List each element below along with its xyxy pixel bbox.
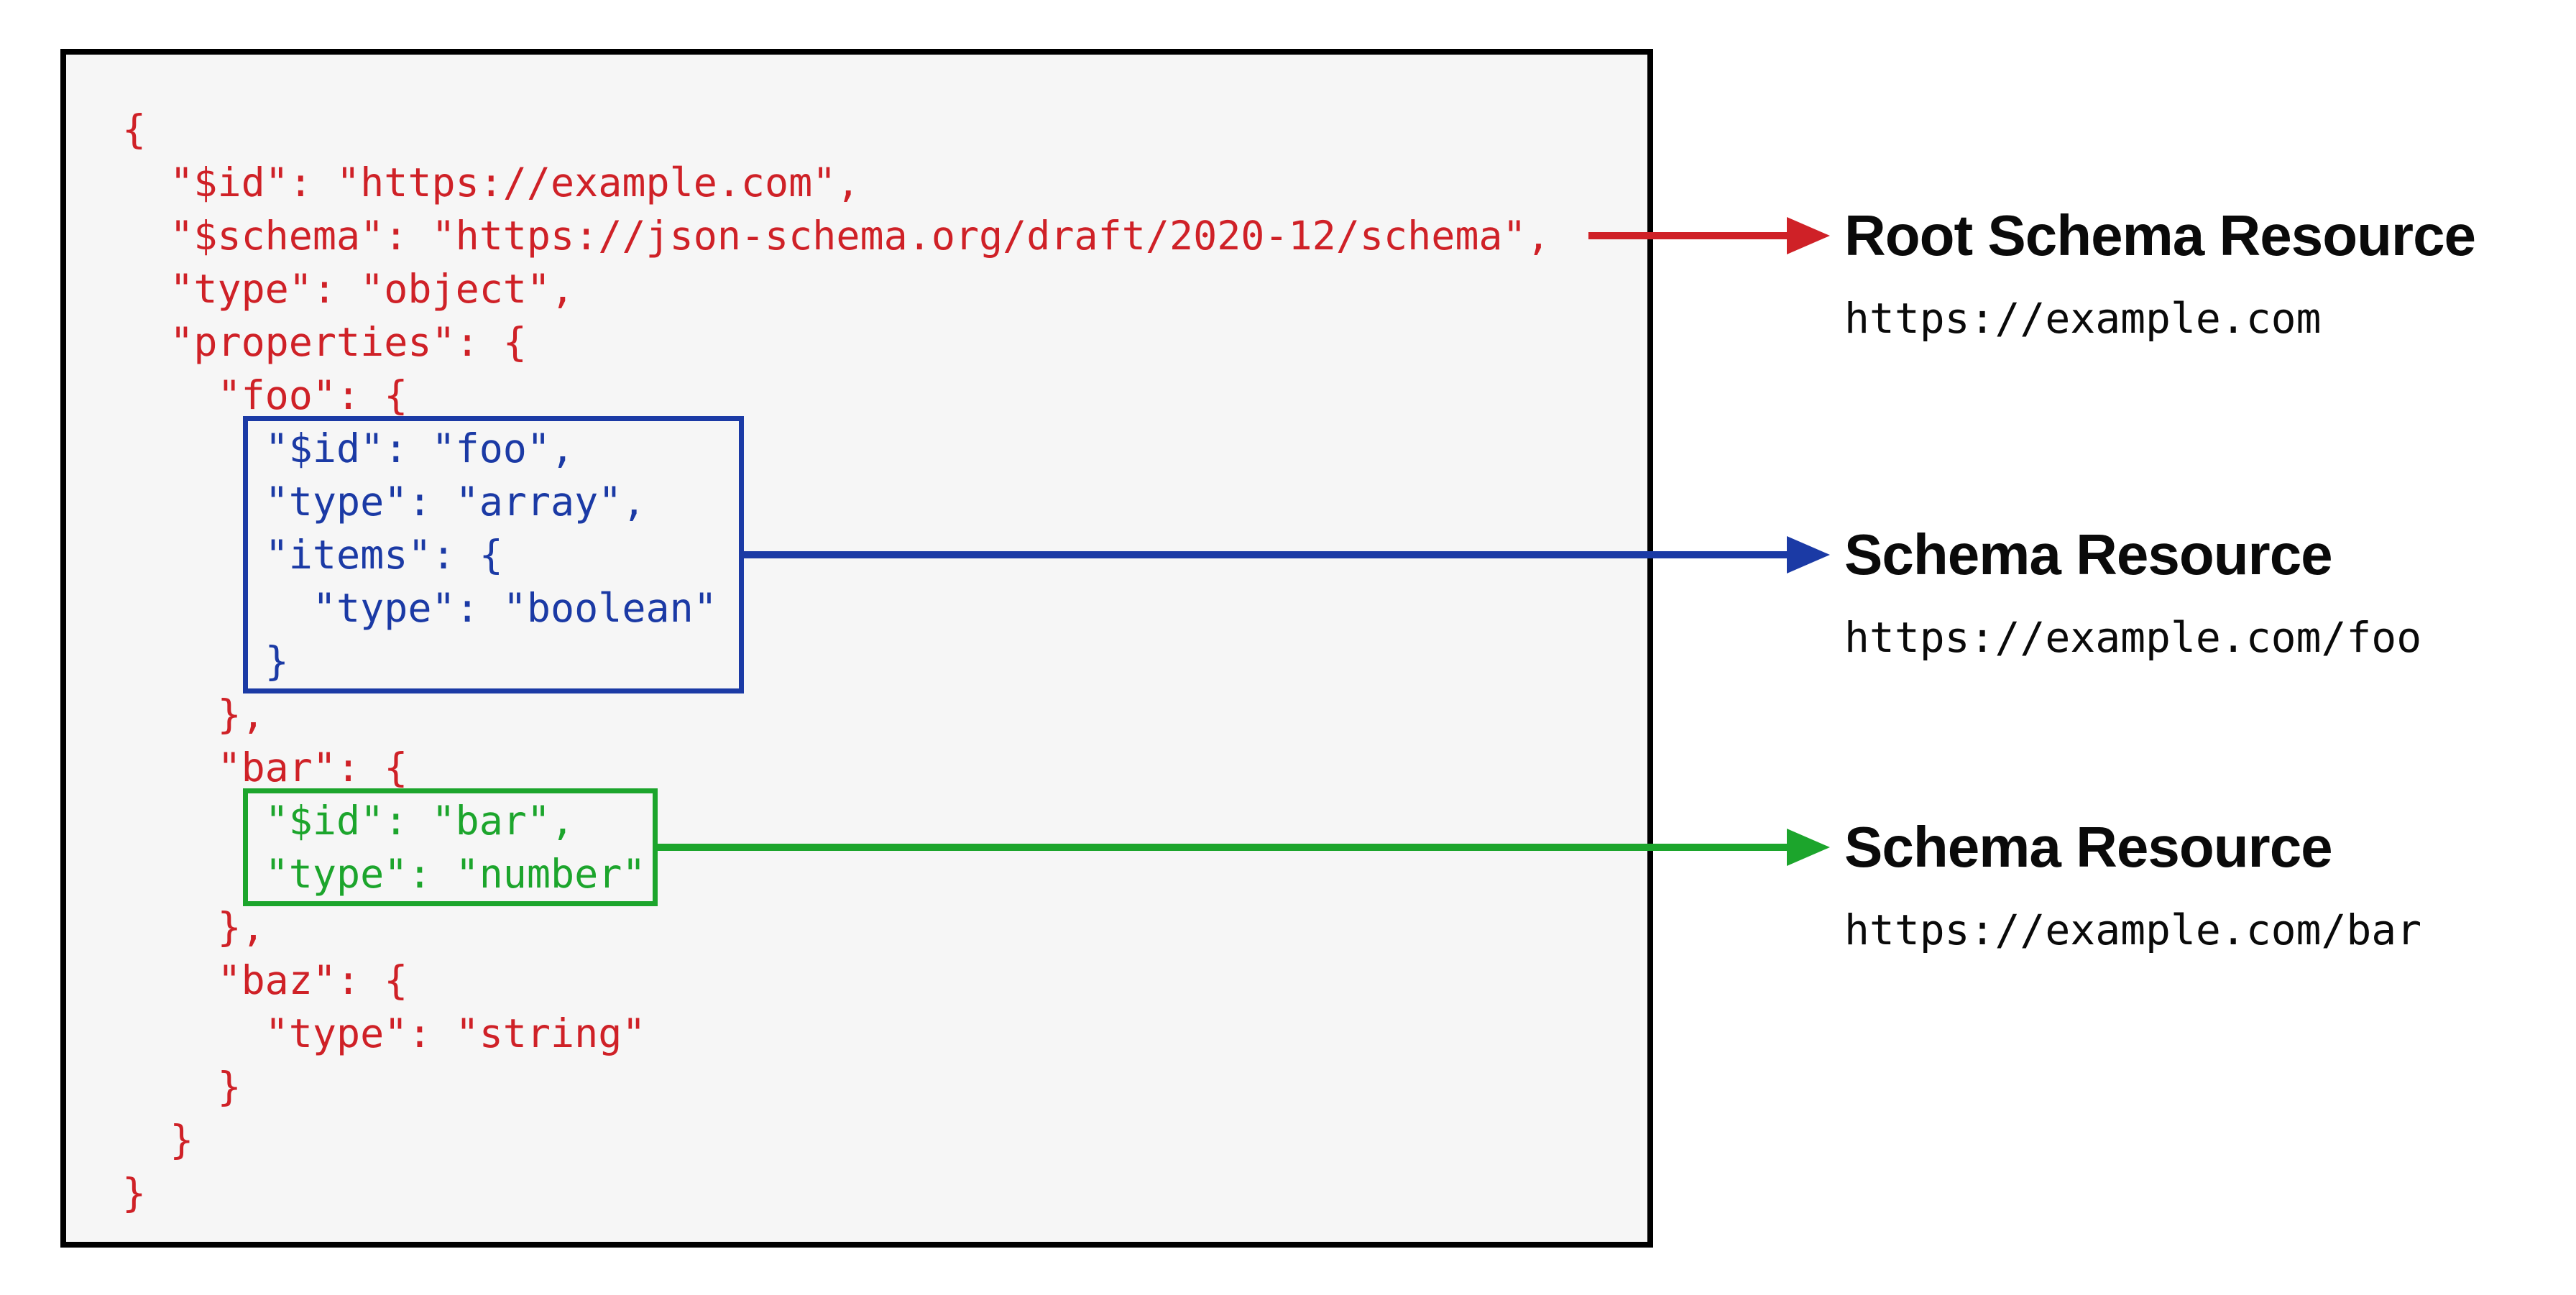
code-line-foo-subschema: "$id": "foo", [122, 425, 575, 471]
code-line: "type": "string" [122, 1010, 646, 1056]
code-line: "properties": { [122, 319, 527, 365]
code-line-bar-subschema: "$id": "bar", [122, 798, 575, 844]
annotation-uri: https://example.com/bar [1844, 905, 2422, 954]
code-line: { [122, 106, 147, 152]
annotation-root-schema-resource: Root Schema Resource https://example.com [1844, 203, 2476, 343]
root-schema-arrow-head [1787, 217, 1830, 254]
code-line-foo-subschema: "items": { [122, 532, 503, 578]
annotation-title: Schema Resource [1844, 522, 2333, 586]
bar-schema-arrow-head [1787, 829, 1830, 866]
code-line-foo-subschema: "type": "boolean" [122, 585, 717, 631]
foo-schema-arrow-head [1787, 536, 1830, 573]
code-line: } [122, 1170, 147, 1216]
code-line-bar-subschema: "type": "number" [122, 851, 646, 897]
annotation-uri: https://example.com/foo [1844, 613, 2422, 662]
annotation-uri: https://example.com [1844, 294, 2322, 343]
code-line: } [122, 1117, 194, 1163]
annotation-foo-schema-resource: Schema Resource https://example.com/foo [1844, 522, 2422, 662]
json-schema-code: { "$id": "https://example.com", "$schema… [66, 55, 1647, 1242]
schema-code-panel: { "$id": "https://example.com", "$schema… [60, 49, 1653, 1248]
code-line: } [122, 1064, 242, 1110]
code-line-foo-subschema: } [122, 638, 289, 684]
code-line: }, [122, 691, 265, 737]
code-line: }, [122, 904, 265, 950]
code-line-schema-keyword: "$schema": "https://json-schema.org/draf… [122, 213, 1550, 259]
annotation-bar-schema-resource: Schema Resource https://example.com/bar [1844, 817, 2421, 951]
annotation-title: Root Schema Resource [1844, 203, 2476, 267]
code-line: "bar": { [122, 745, 408, 791]
code-line: "foo": { [122, 372, 408, 418]
annotation-title: Schema Resource [1844, 815, 2333, 879]
code-line: "baz": { [122, 957, 408, 1003]
code-line: "type": "object", [122, 266, 575, 312]
code-line: "$id": "https://example.com", [122, 160, 860, 206]
code-line-foo-subschema: "type": "array", [122, 479, 646, 525]
